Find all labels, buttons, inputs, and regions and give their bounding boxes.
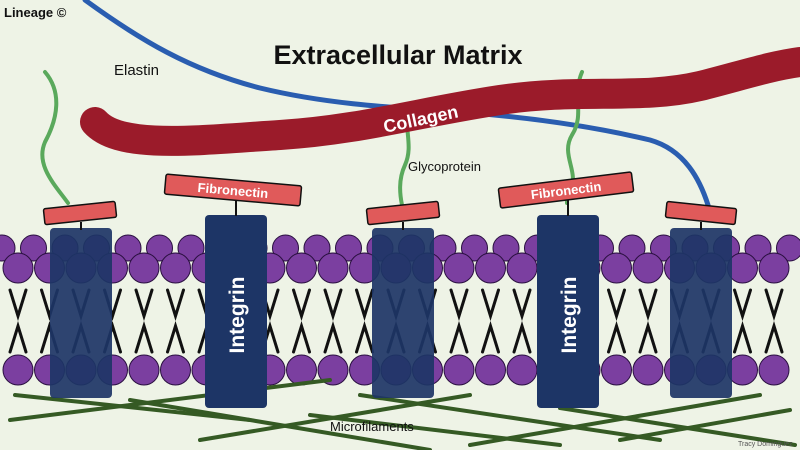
- phospholipid-tail-outer: [512, 288, 532, 322]
- phospholipid-head-outer: [443, 252, 475, 284]
- phospholipid-head-outer-back: [335, 234, 362, 262]
- phospholipid-tail-inner: [512, 320, 532, 354]
- glycoprotein-cap-3: [664, 200, 738, 226]
- phospholipid-head-outer: [286, 252, 317, 284]
- phospholipid-head-inner: [506, 354, 538, 386]
- phospholipid-tail-outer: [292, 288, 311, 322]
- phospholipid-head-inner: [601, 354, 632, 386]
- phospholipid-tail-inner: [166, 320, 185, 354]
- phospholipid-tail-inner: [638, 320, 658, 354]
- integrin-left-label: Integrin: [226, 277, 249, 354]
- phospholipid-tail-inner: [323, 320, 343, 354]
- phospholipid-tail-inner: [134, 320, 154, 354]
- fibronectin-left: Fibronectin: [163, 173, 303, 207]
- artist-credit: Tracy Dominguez: [738, 441, 793, 448]
- transmembrane-protein-2: [372, 228, 434, 398]
- phospholipid-head-inner: [758, 354, 790, 386]
- glycoprotein-cap-1: [42, 200, 118, 226]
- phospholipid-tail-inner: [8, 320, 28, 354]
- phospholipid-tail-outer: [355, 288, 374, 322]
- integrin-right-label: Integrin: [558, 277, 581, 354]
- phospholipid-head-outer: [160, 252, 191, 284]
- collagen-fiber: [80, 47, 800, 156]
- phospholipid-head-outer: [475, 252, 506, 284]
- phospholipid-tail-outer: [638, 288, 658, 322]
- phospholipid-head-inner: [475, 354, 506, 386]
- phospholipid-head-outer: [506, 252, 538, 284]
- phospholipid-head-outer-back: [20, 234, 47, 262]
- phospholipid-head-inner: [128, 354, 160, 386]
- phospholipid-tail-outer: [323, 288, 343, 322]
- phospholipid-tail-outer: [449, 288, 469, 322]
- integrin-left: [205, 215, 267, 408]
- phospholipid-tail-inner: [481, 320, 500, 354]
- phospholipid-head-outer: [758, 252, 790, 284]
- phospholipid-head-outer-back: [744, 234, 772, 262]
- phospholipid-head-outer-back: [303, 234, 331, 262]
- glycoprotein-cap-2: [365, 200, 441, 226]
- phospholipid-tail-inner: [733, 320, 752, 354]
- microfilament-network: [8, 378, 797, 450]
- transmembrane-protein-1: [50, 228, 112, 398]
- phospholipid-tail-outer: [764, 288, 784, 322]
- phospholipid-head-outer-back: [272, 234, 299, 262]
- phospholipid-tail-inner: [355, 320, 374, 354]
- glycoprotein-chain-1: [40, 70, 70, 205]
- phospholipid-tail-outer: [134, 288, 154, 322]
- phospholipid-tail-outer: [166, 288, 185, 322]
- phospholipid-head-outer-back: [146, 234, 173, 262]
- microfilaments-label: Microfilaments: [330, 419, 414, 434]
- fibronectin-left-label: Fibronectin: [197, 180, 269, 201]
- phospholipid-head-outer-back: [492, 234, 520, 262]
- phospholipid-head-outer: [317, 252, 349, 284]
- phospholipid-head-outer: [601, 252, 632, 284]
- phospholipid-head-outer-back: [177, 234, 205, 262]
- phospholipid-head-inner: [632, 354, 664, 386]
- glycoprotein-label: Glycoprotein: [408, 159, 481, 174]
- phospholipid-tail-inner: [607, 320, 626, 354]
- phospholipid-head-outer-back: [114, 234, 142, 262]
- phospholipid-tail-outer: [481, 288, 500, 322]
- phospholipid-head-inner: [317, 354, 349, 386]
- phospholipid-head-outer: [632, 252, 664, 284]
- fibronectin-right: Fibronectin: [497, 171, 635, 209]
- phospholipid-head-inner: [443, 354, 475, 386]
- phospholipid-head-outer-back: [461, 234, 488, 262]
- transmembrane-protein-3: [670, 228, 732, 398]
- elastin-label: Elastin: [114, 62, 159, 79]
- protein-connectors: [80, 200, 702, 230]
- phospholipid-tail-outer: [607, 288, 626, 322]
- phospholipid-head-outer-back: [618, 234, 646, 262]
- phospholipid-tail-inner: [449, 320, 469, 354]
- phospholipid-head-outer-back: [776, 234, 800, 262]
- diagram-title: Extracellular Matrix: [273, 40, 522, 70]
- phospholipid-head-inner: [160, 354, 191, 386]
- phospholipid-tail-inner: [292, 320, 311, 354]
- phospholipid-head-inner: [2, 354, 34, 386]
- phospholipid-head-outer: [2, 252, 34, 284]
- phospholipid-head-outer: [128, 252, 160, 284]
- integrin-right: [537, 215, 599, 408]
- phospholipid-tail-inner: [764, 320, 784, 354]
- watermark: Lineage ©: [4, 5, 67, 20]
- phospholipid-tail-outer: [8, 288, 28, 322]
- phospholipid-tail-outer: [733, 288, 752, 322]
